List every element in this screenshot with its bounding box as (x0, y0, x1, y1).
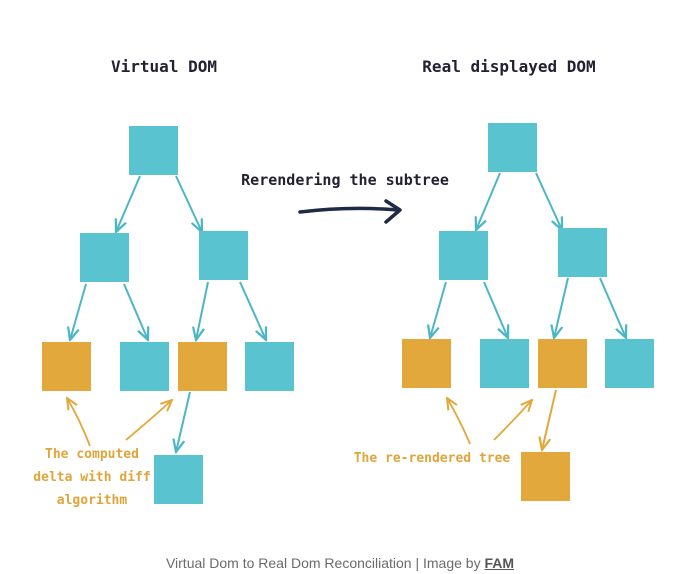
left-edge-midleft-leaf2 (123, 283, 148, 340)
image-caption: Virtual Dom to Real Dom Reconciliation |… (0, 555, 680, 571)
left-edge-root-midleft (116, 175, 141, 232)
left-node-mid-right (199, 231, 248, 280)
right-tree-nodes (402, 123, 654, 501)
right-edge-midright-leaf3 (554, 277, 569, 338)
left-annotation-line-3: algorithm (57, 493, 128, 508)
right-node-subleaf (521, 452, 570, 501)
right-node-leaf-4 (605, 339, 654, 388)
left-node-root (129, 126, 178, 175)
right-edge-midright-leaf4 (599, 277, 626, 338)
right-node-leaf-2 (480, 339, 529, 388)
left-annotation-arrow-1 (67, 398, 91, 447)
right-tree-title: Real displayed DOM (422, 57, 595, 76)
left-annotation-line-1: The computed (45, 447, 139, 462)
right-edge-root-midleft (476, 172, 501, 230)
right-annotation-text: The re-rendered tree (354, 451, 511, 466)
left-node-leaf-3 (178, 342, 227, 391)
left-node-leaf-2 (120, 342, 169, 391)
left-edge-leaf3-subleaf (176, 391, 191, 452)
left-tree-edges (70, 175, 266, 452)
right-annotation: The re-rendered tree (354, 398, 532, 466)
left-edge-root-midright (175, 175, 202, 232)
right-node-leaf-1 (402, 339, 451, 388)
right-annotation-arrow-1 (447, 398, 471, 445)
left-edge-midright-leaf3 (196, 281, 209, 340)
left-node-leaf-4 (245, 342, 294, 391)
left-node-subleaf (154, 455, 203, 504)
left-annotation: The computed delta with diff algorithm (33, 398, 172, 508)
right-node-leaf-3 (538, 339, 587, 388)
left-tree-nodes (42, 126, 294, 504)
right-node-mid-right (558, 228, 607, 277)
caption-author-link[interactable]: FAM (484, 555, 515, 571)
right-node-mid-left (439, 231, 488, 280)
caption-text: Virtual Dom to Real Dom Reconciliation |… (165, 555, 485, 571)
left-node-leaf-1 (42, 342, 91, 391)
transition-label: Rerendering the subtree (241, 171, 449, 189)
left-edge-midleft-leaf1 (70, 283, 87, 340)
left-edge-midright-leaf4 (239, 281, 266, 340)
right-edge-midleft-leaf2 (483, 281, 508, 338)
right-annotation-arrow-2 (493, 400, 532, 441)
right-edge-midleft-leaf1 (430, 281, 447, 338)
left-annotation-arrow-2 (125, 400, 172, 441)
right-edge-leaf3-subleaf (542, 389, 557, 450)
right-edge-root-midright (535, 172, 562, 230)
left-node-mid-left (80, 233, 129, 282)
transition-arrow (298, 199, 402, 224)
left-tree-title: Virtual DOM (111, 57, 217, 76)
right-tree-edges (430, 172, 626, 450)
left-annotation-line-2: delta with diff (33, 470, 150, 485)
right-node-root (488, 123, 537, 172)
